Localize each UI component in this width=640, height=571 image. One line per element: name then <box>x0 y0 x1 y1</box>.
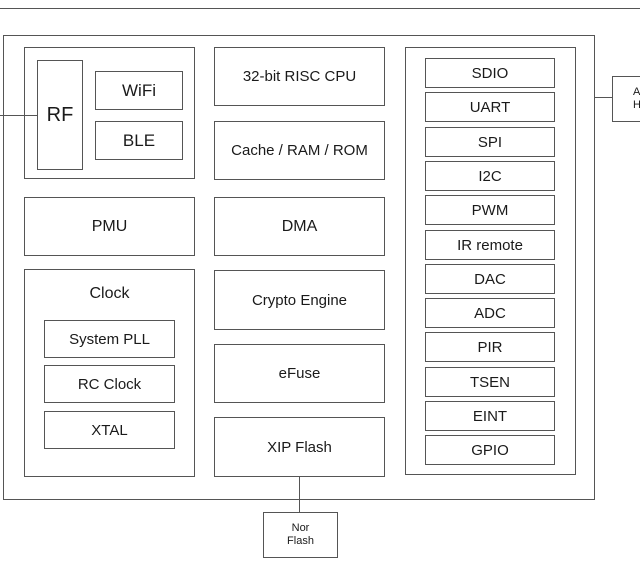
peripheral-gpio: GPIO <box>425 435 555 465</box>
nor-flash-line2: Flash <box>287 535 314 547</box>
xip-flash-block: XIP Flash <box>214 417 385 477</box>
clock-item-system-pll: System PLL <box>44 320 175 358</box>
host-block-partial: A H <box>612 76 640 122</box>
peripheral-pwm: PWM <box>425 195 555 225</box>
peripheral-tsen: TSEN <box>425 367 555 397</box>
peripheral-dac: DAC <box>425 264 555 294</box>
peripheral-spi: SPI <box>425 127 555 157</box>
nor-flash-block: Nor Flash <box>263 512 338 558</box>
crypto-engine-block: Crypto Engine <box>214 270 385 330</box>
nor-flash-line1: Nor <box>291 522 310 534</box>
cache-ram-rom-block: Cache / RAM / ROM <box>214 121 385 180</box>
xip-to-nor-line <box>299 477 300 512</box>
peripheral-adc: ADC <box>425 298 555 328</box>
dma-block: DMA <box>214 197 385 256</box>
peripheral-ir-remote: IR remote <box>425 230 555 260</box>
clock-title: Clock <box>89 285 130 302</box>
wifi-block: WiFi <box>95 71 183 110</box>
peripheral-i2c: I2C <box>425 161 555 191</box>
peripheral-eint: EINT <box>425 401 555 431</box>
rf-antenna-line <box>0 115 37 116</box>
host-line2: H <box>633 99 640 111</box>
cpu-block: 32-bit RISC CPU <box>214 47 385 106</box>
clock-item-rc-clock: RC Clock <box>44 365 175 403</box>
ble-block: BLE <box>95 121 183 160</box>
clock-item-xtal: XTAL <box>44 411 175 449</box>
rf-block: RF <box>37 60 83 170</box>
top-frame-line <box>0 8 640 9</box>
efuse-block: eFuse <box>214 344 385 403</box>
periph-to-host-line <box>595 97 612 98</box>
pmu-block: PMU <box>24 197 195 256</box>
host-line1: A <box>633 86 640 98</box>
peripheral-uart: UART <box>425 92 555 122</box>
peripheral-sdio: SDIO <box>425 58 555 88</box>
peripheral-pir: PIR <box>425 332 555 362</box>
